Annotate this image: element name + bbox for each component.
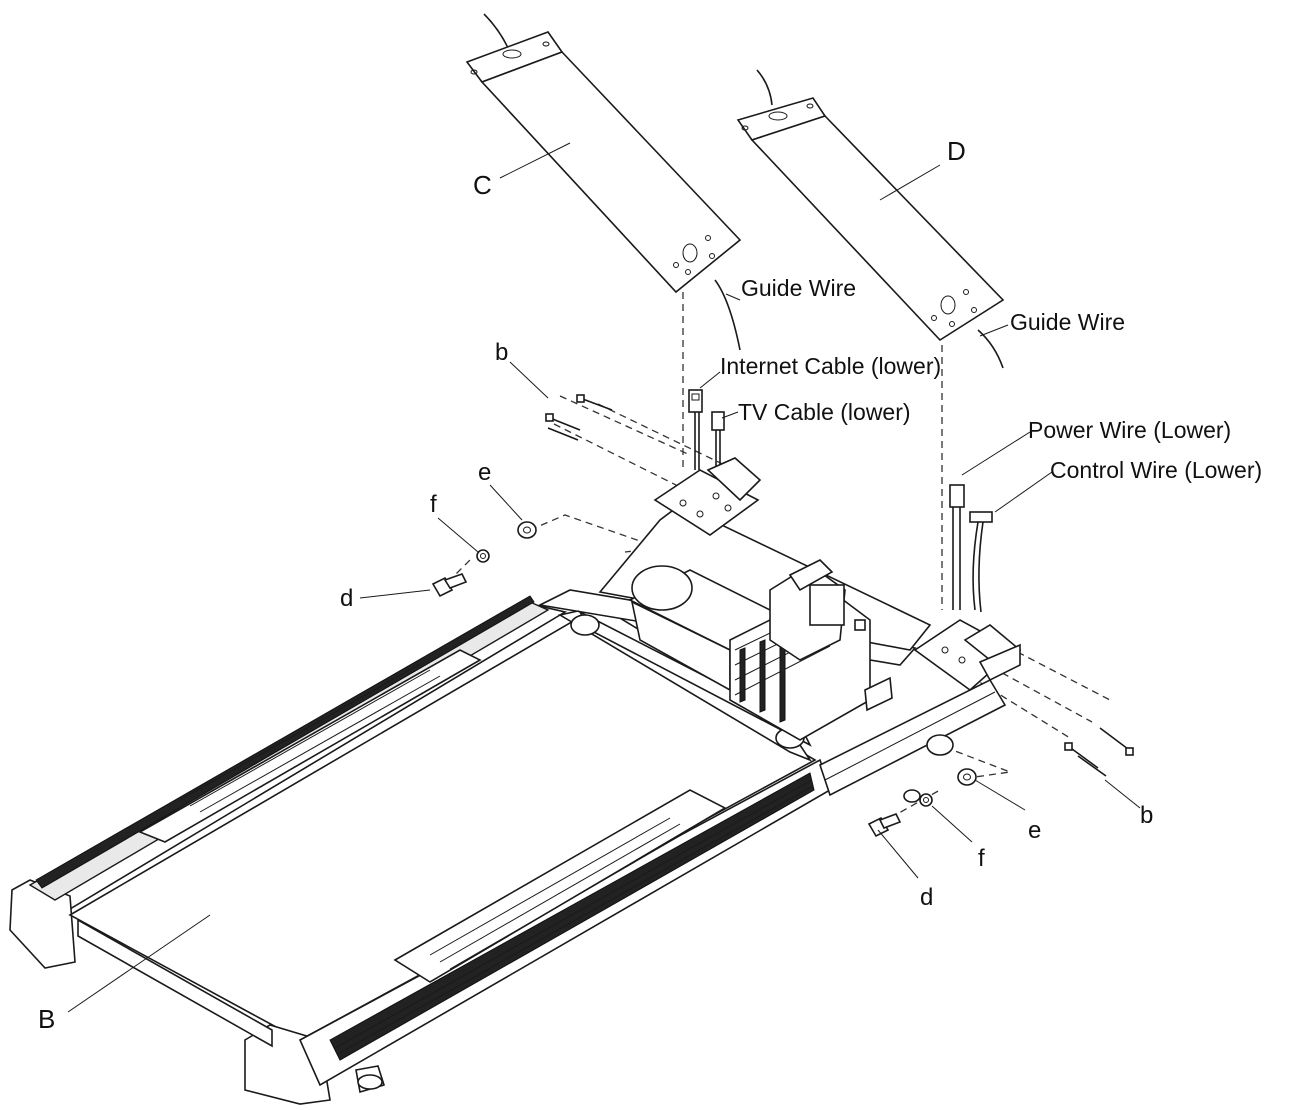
bolts-b-left (545, 394, 613, 441)
label-bolt-b-left: b (495, 339, 508, 366)
bolts-b-right (1064, 727, 1134, 777)
label-bolt-d-right: d (920, 884, 933, 911)
washer-e-right (957, 768, 977, 786)
label-washer-e-left: e (478, 459, 491, 486)
label-lock-washer-f-left: f (430, 491, 437, 518)
upright-d (736, 69, 1005, 369)
bolt-d-right (867, 812, 902, 838)
label-guide-wire-right: Guide Wire (1010, 309, 1125, 335)
label-part-d: D (947, 136, 966, 166)
internet-cable-plug (688, 389, 703, 470)
power-wire-plug (949, 484, 965, 610)
label-tv-cable: TV Cable (lower) (738, 399, 911, 425)
control-wire-plug (969, 511, 993, 613)
upright-c (465, 13, 742, 351)
label-bolt-b-right: b (1140, 802, 1153, 829)
hardware-left (431, 394, 613, 598)
label-bolt-d-left: d (340, 585, 353, 612)
label-power-wire: Power Wire (Lower) (1028, 417, 1231, 443)
label-internet-cable: Internet Cable (lower) (720, 353, 941, 379)
lock-washer-f-left (476, 549, 490, 563)
hardware-right (867, 727, 1134, 838)
cables-lower (688, 389, 993, 613)
label-lock-washer-f-right: f (978, 845, 985, 872)
leader-lines (67, 142, 1141, 1013)
label-part-c: C (473, 170, 492, 200)
label-part-b: B (38, 1004, 55, 1034)
base-b (9, 457, 1022, 1105)
label-washer-e-right: e (1028, 817, 1041, 844)
labels: C D B b b e e f f d d Guide Wire Guide W… (38, 136, 1262, 1034)
label-control-wire: Control Wire (Lower) (1050, 457, 1262, 483)
washer-e-left (517, 521, 537, 539)
label-guide-wire-left: Guide Wire (741, 275, 856, 301)
bolt-d-left (431, 573, 468, 598)
lock-washer-f-right (919, 793, 933, 807)
